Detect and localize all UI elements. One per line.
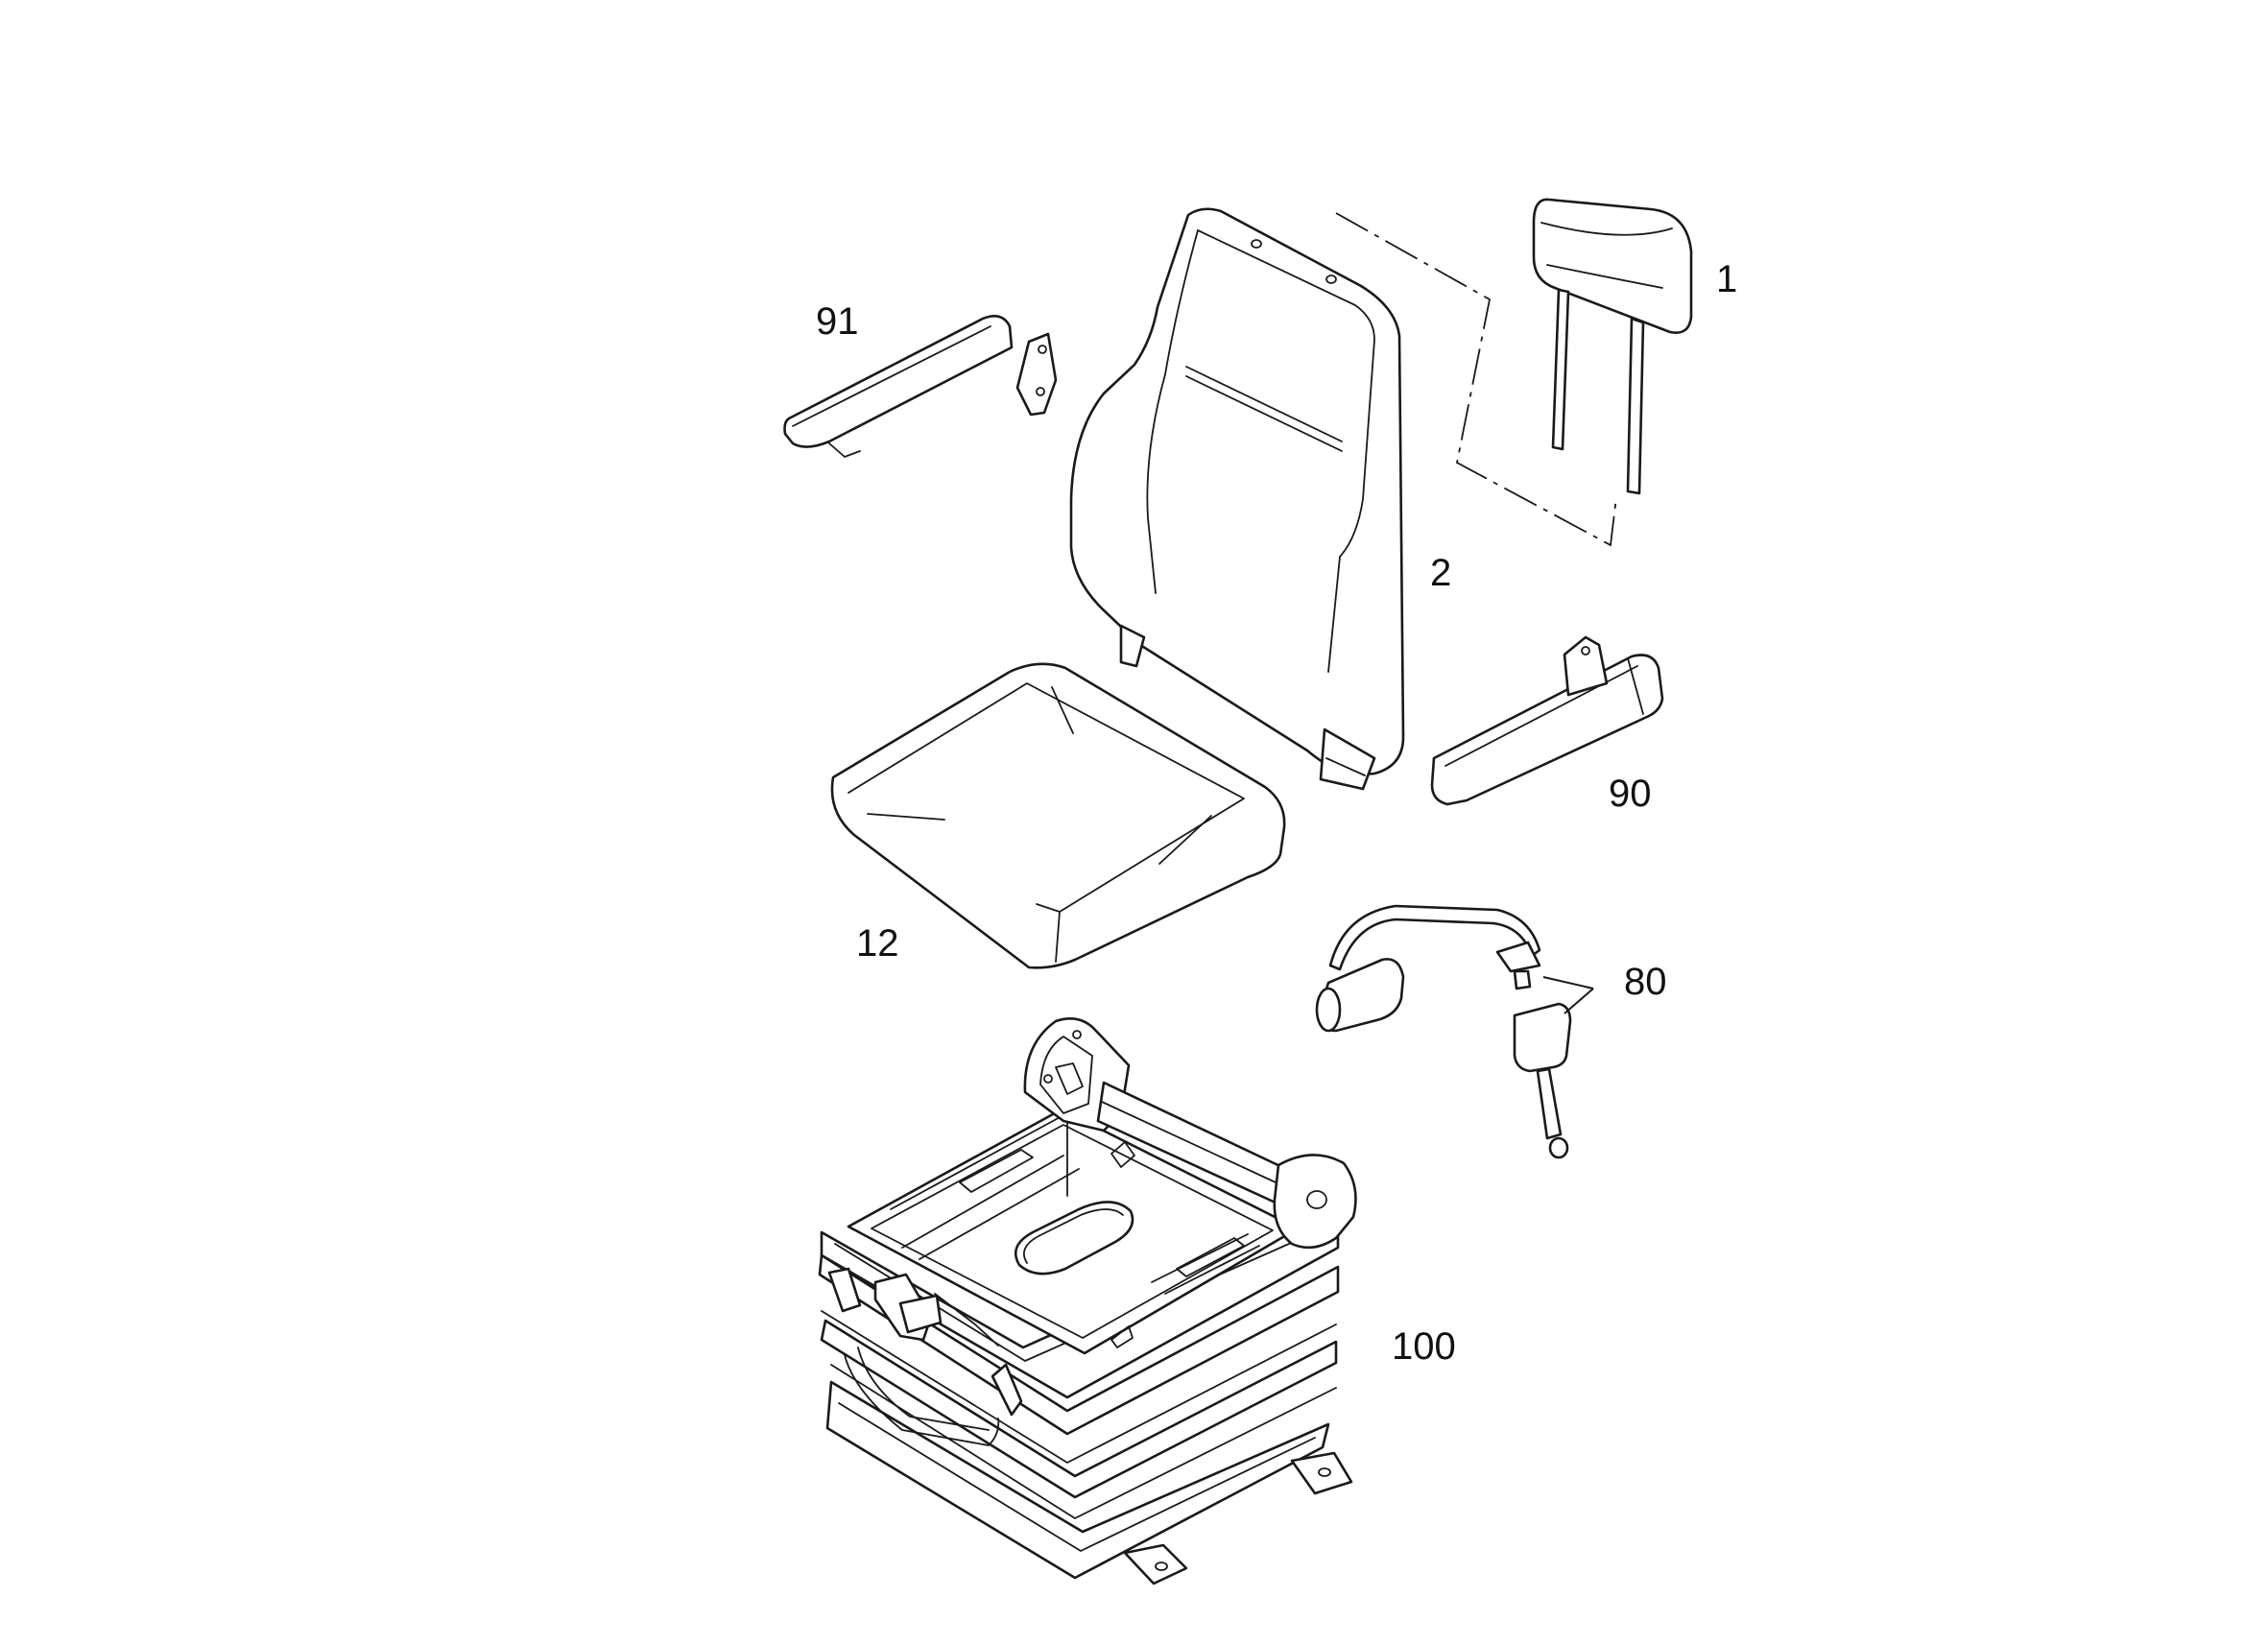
callout-90: 90: [1609, 773, 1652, 815]
alignment-lines: [1335, 212, 1617, 547]
callout-91: 91: [816, 300, 859, 343]
seat-belt: [1315, 904, 1572, 1159]
armrest-right: [1430, 635, 1664, 806]
callout-12: 12: [856, 922, 899, 965]
callout-80: 80: [1624, 961, 1667, 1003]
backrest: [1069, 207, 1405, 791]
headrest: [1532, 198, 1693, 495]
callout-100: 100: [1392, 1325, 1456, 1368]
suspension-base: [818, 1017, 1357, 1585]
callout-2: 2: [1430, 552, 1451, 594]
callout-1: 1: [1716, 258, 1737, 300]
seat-cushion: [830, 662, 1286, 969]
callout-80-leaders: [1542, 976, 1594, 1014]
armrest-left: [783, 315, 1058, 458]
